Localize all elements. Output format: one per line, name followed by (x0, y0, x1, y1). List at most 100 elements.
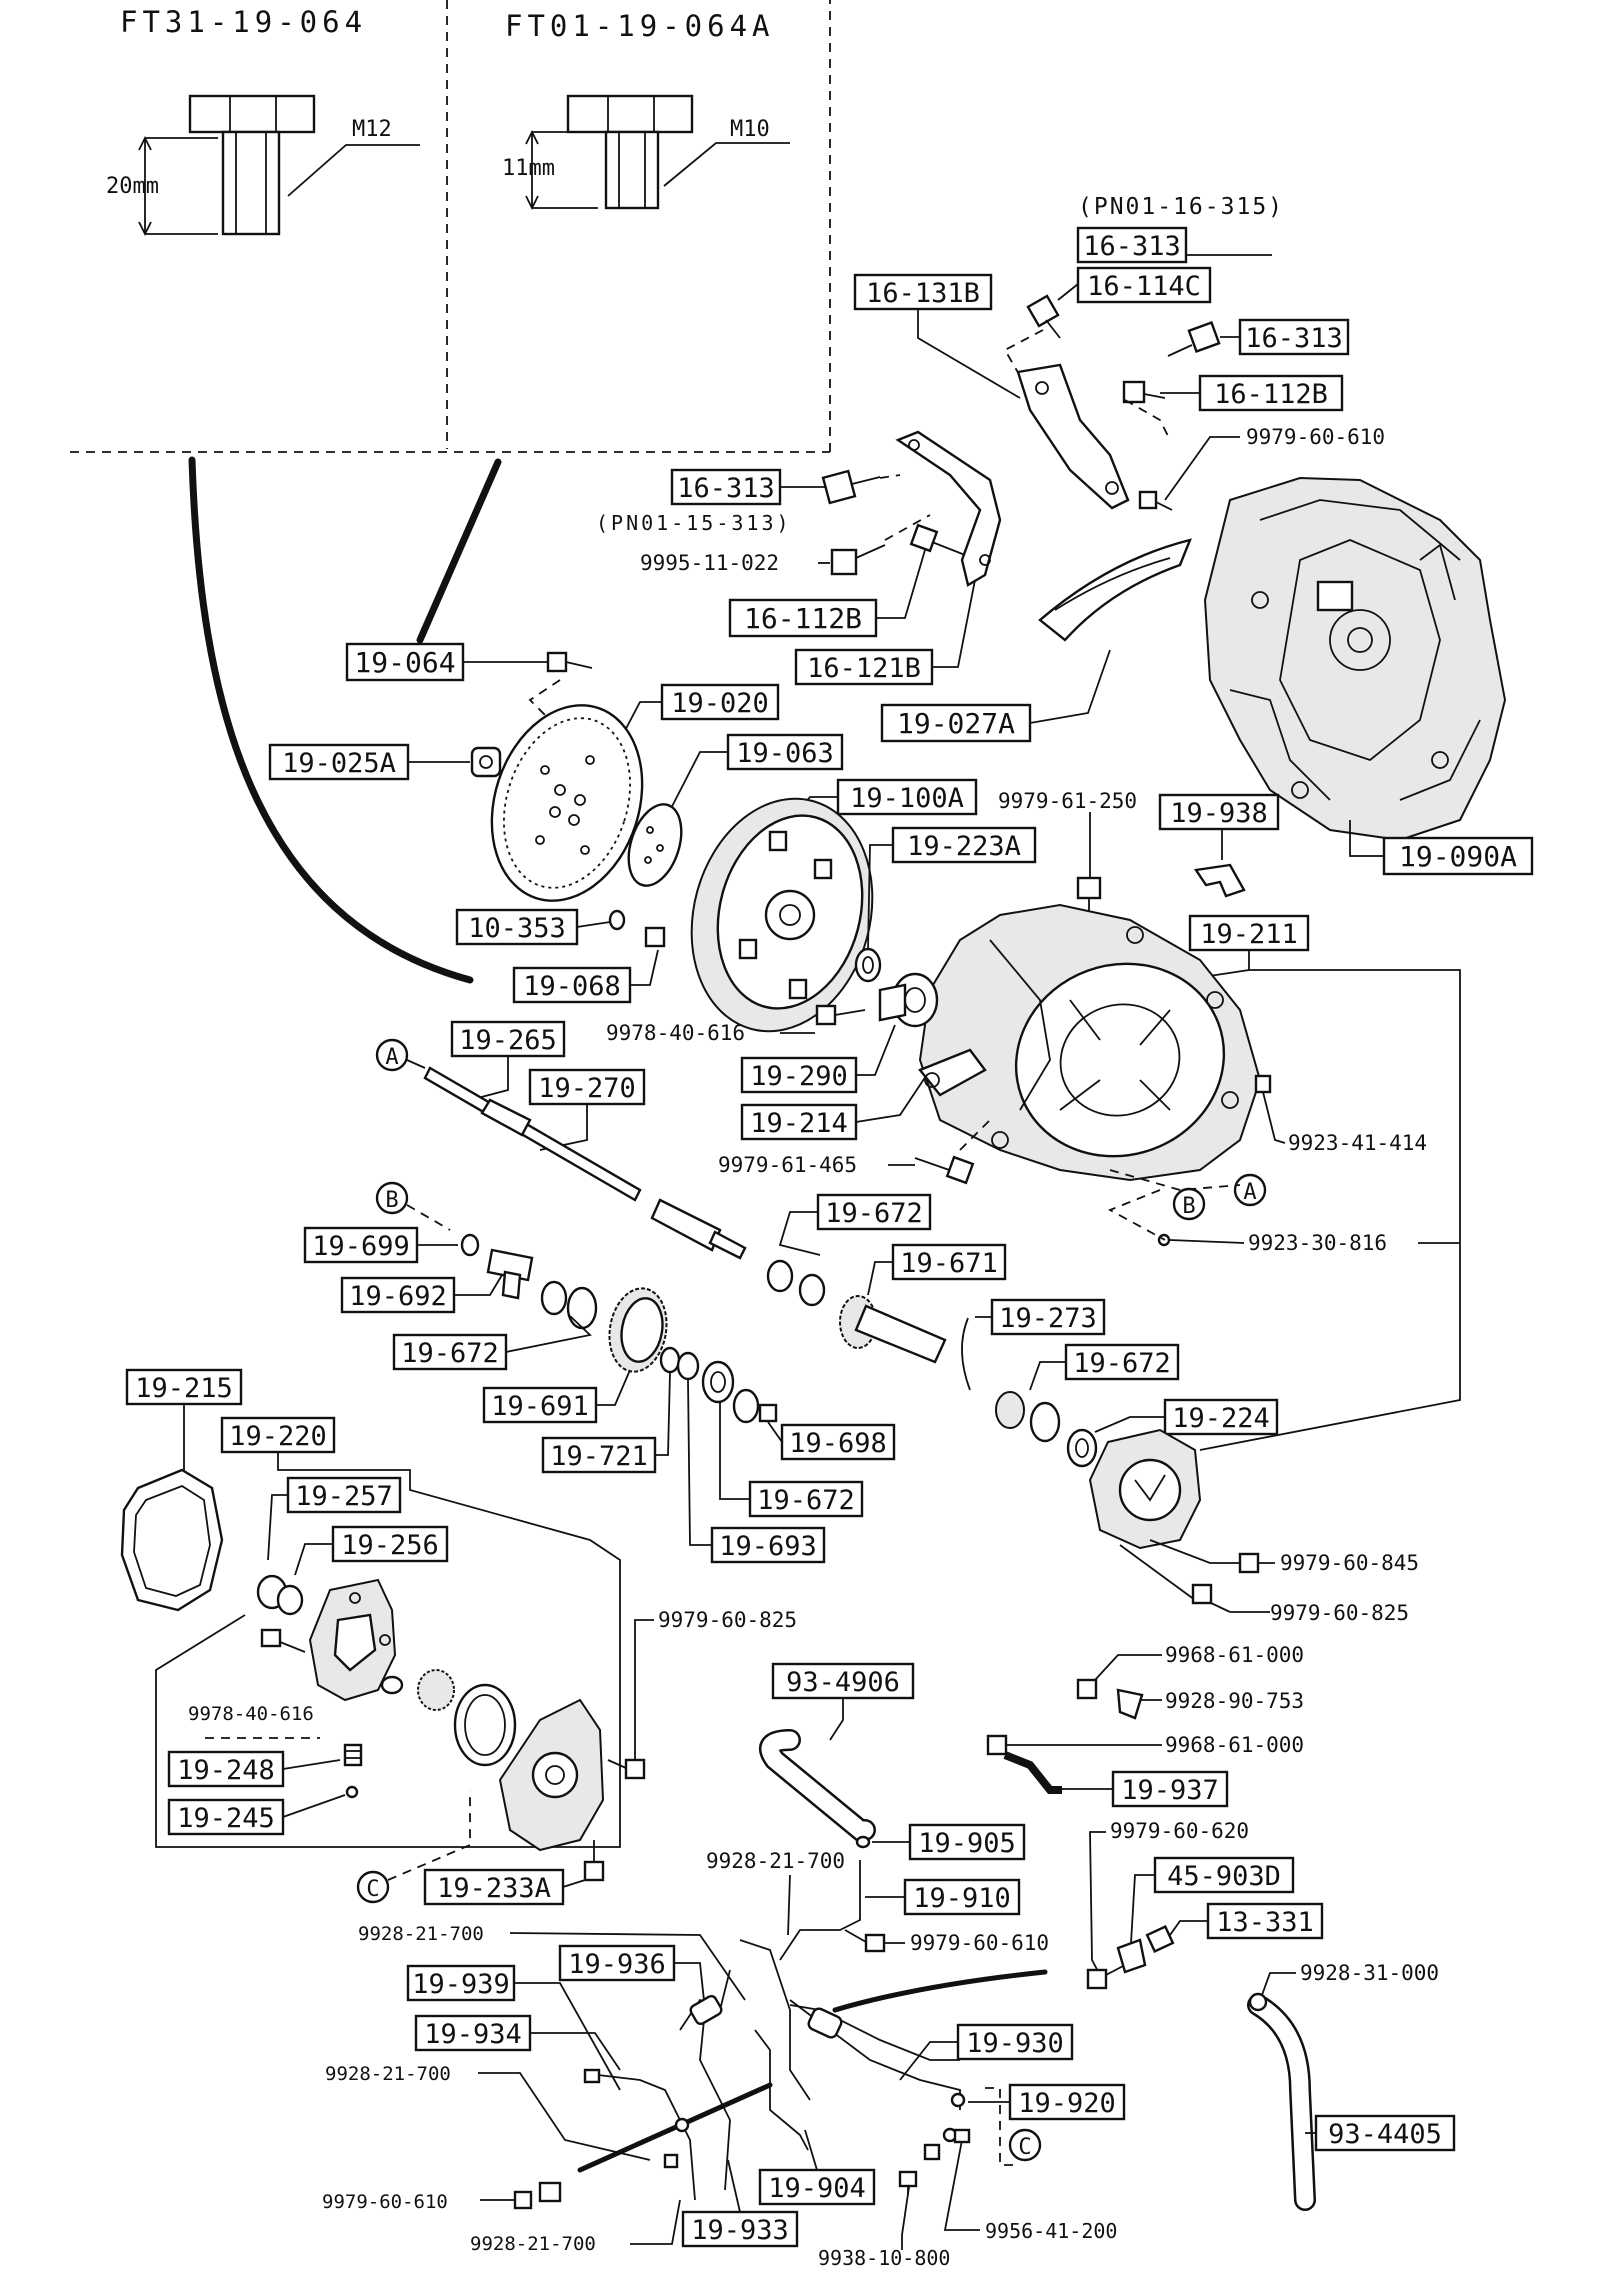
svg-text:93-4405: 93-4405 (1328, 2119, 1442, 2150)
svg-text:19-064: 19-064 (354, 646, 455, 679)
oil-pump-shaft-19-290-icon (878, 972, 939, 1028)
label-9928-21-700-d: 9928-21-700 (470, 2233, 596, 2255)
label-19-721: 19-721 (541, 1436, 657, 1474)
svg-text:19-063: 19-063 (736, 738, 834, 769)
nut-19-698-icon (758, 1403, 778, 1423)
svg-text:16-131B: 16-131B (866, 278, 980, 309)
bolt-detail-inset: FT31-19-064 FT01-19-064A 20mm M12 11mm (70, 0, 831, 453)
input-shaft-19-270-icon (423, 1066, 747, 1260)
output-gear-19-671-icon (839, 1295, 947, 1364)
inset-left-code: FT31-19-064 (120, 5, 367, 39)
label-19-693: 19-693 (710, 1526, 826, 1564)
hose-93-4405-icon (1247, 1992, 1316, 2211)
label-19-698: 19-698 (780, 1423, 896, 1461)
svg-text:B: B (385, 1188, 398, 1213)
svg-text:16-112B: 16-112B (1214, 379, 1328, 410)
svg-text:19-027A: 19-027A (897, 707, 1015, 740)
bolt-9938-10-800-icon (898, 2170, 918, 2195)
label-9923-30-816: 9923-30-816 (1248, 1231, 1387, 1255)
label-9978-40-616-a: 9978-40-616 (606, 1021, 745, 1045)
label-19-930: 19-930 (956, 2023, 1074, 2061)
inset-right-code: FT01-19-064A (505, 9, 775, 43)
label-19-672-d: 19-672 (748, 1480, 864, 1518)
label-19-672-c: 19-672 (1064, 1343, 1180, 1381)
label-19-904: 19-904 (758, 2168, 876, 2206)
svg-text:19-939: 19-939 (412, 1969, 510, 2000)
hose-93-4906-icon (759, 1729, 876, 1841)
label-19-672-a: 19-672 (816, 1193, 932, 1231)
thick-reference-curve (188, 456, 474, 984)
label-9928-31-000: 9928-31-000 (1300, 1961, 1439, 1985)
svg-text:19-068: 19-068 (523, 971, 621, 1002)
svg-text:19-721: 19-721 (550, 1441, 648, 1472)
dust-shield-19-027a-icon (1038, 538, 1192, 642)
converter-housing-19-211-icon (918, 903, 1262, 1182)
cap-9928-90-753-icon (1116, 1688, 1144, 1720)
lever-19-214-icon (918, 1048, 987, 1097)
svg-text:16-114C: 16-114C (1087, 271, 1201, 302)
pipe-19-910-icon (779, 1860, 861, 1961)
svg-text:19-248: 19-248 (177, 1755, 275, 1786)
label-19-020: 19-020 (660, 683, 780, 721)
label-19-064: 19-064 (345, 642, 465, 682)
bolt-m12-icon (188, 94, 316, 236)
label-9979-60-610-mid: 9979-60-610 (910, 1931, 1049, 1955)
bolt-9978-40-616-a-icon (815, 1004, 866, 1026)
svg-text:19-693: 19-693 (719, 1531, 817, 1562)
svg-text:19-936: 19-936 (568, 1949, 666, 1980)
label-19-100a: 19-100A (836, 778, 978, 816)
circle-c-left: C (356, 1870, 390, 1904)
inset-left-length: 20mm (106, 174, 159, 199)
label-9978-40-616-b: 9978-40-616 (188, 1703, 314, 1725)
washer-10-353-icon (608, 909, 626, 931)
label-19-273: 19-273 (990, 1298, 1106, 1336)
bracket-16-131b-icon (1016, 363, 1130, 510)
svg-text:16-112B: 16-112B (744, 602, 862, 635)
plug-9923-41-414-icon (1254, 1074, 1272, 1094)
svg-text:19-025A: 19-025A (282, 748, 396, 779)
bracket-45-903d-icon (1116, 1938, 1147, 1974)
label-45-903d: 45-903D (1153, 1856, 1295, 1894)
label-9968-61-000-b: 9968-61-000 (1165, 1733, 1304, 1757)
label-19-265: 19-265 (450, 1020, 566, 1058)
svg-text:19-256: 19-256 (341, 1530, 439, 1561)
label-16-313-right: 16-313 (1238, 318, 1350, 356)
thick-reference-line-hose (832, 1969, 1048, 2013)
bolt-16-112b-left-icon (909, 523, 966, 556)
shim-19-721-icon (659, 1346, 700, 1381)
svg-text:19-691: 19-691 (491, 1391, 589, 1422)
inset-right-thread: M10 (730, 117, 770, 142)
svg-text:19-937: 19-937 (1121, 1775, 1219, 1806)
label-19-290: 19-290 (740, 1056, 858, 1094)
label-9928-21-700-b: 9928-21-700 (358, 1923, 484, 1945)
label-19-224: 19-224 (1163, 1398, 1279, 1436)
inset-right-length: 11mm (502, 156, 555, 181)
label-19-214: 19-214 (740, 1103, 858, 1141)
bolt-16-313-left-icon (821, 469, 881, 505)
bolt-9938-10-800-b-icon (923, 2143, 941, 2161)
bolt-9979-60-825-left-icon (607, 1758, 646, 1780)
svg-text:19-671: 19-671 (900, 1248, 998, 1279)
svg-text:16-313: 16-313 (1245, 323, 1343, 354)
svg-text:16-313: 16-313 (677, 473, 775, 504)
gear-19-691-icon (608, 1287, 668, 1373)
grommet-9956-41-200-icon (953, 2128, 971, 2144)
bolt-9978-40-616-b-icon (260, 1628, 306, 1653)
svg-text:19-220: 19-220 (229, 1421, 327, 1452)
label-19-090a: 19-090A (1382, 836, 1534, 876)
svg-text:93-4906: 93-4906 (786, 1667, 900, 1698)
svg-text:19-672: 19-672 (401, 1338, 499, 1369)
svg-text:A: A (385, 1045, 398, 1070)
svg-text:19-214: 19-214 (750, 1108, 848, 1139)
label-19-934: 19-934 (414, 2014, 532, 2052)
bearing-19-672-icon (540, 1280, 598, 1330)
svg-text:19-245: 19-245 (177, 1803, 275, 1834)
hose-19-937-icon (1003, 1751, 1062, 1794)
label-19-671: 19-671 (891, 1243, 1007, 1281)
label-9928-21-700-a: 9928-21-700 (706, 1849, 845, 1873)
transmission-assembly-icon (1203, 476, 1507, 842)
label-19-692: 19-692 (340, 1276, 456, 1314)
nut-19-068-icon (644, 926, 666, 948)
label-19-691: 19-691 (482, 1386, 598, 1424)
svg-text:19-934: 19-934 (424, 2019, 522, 2050)
